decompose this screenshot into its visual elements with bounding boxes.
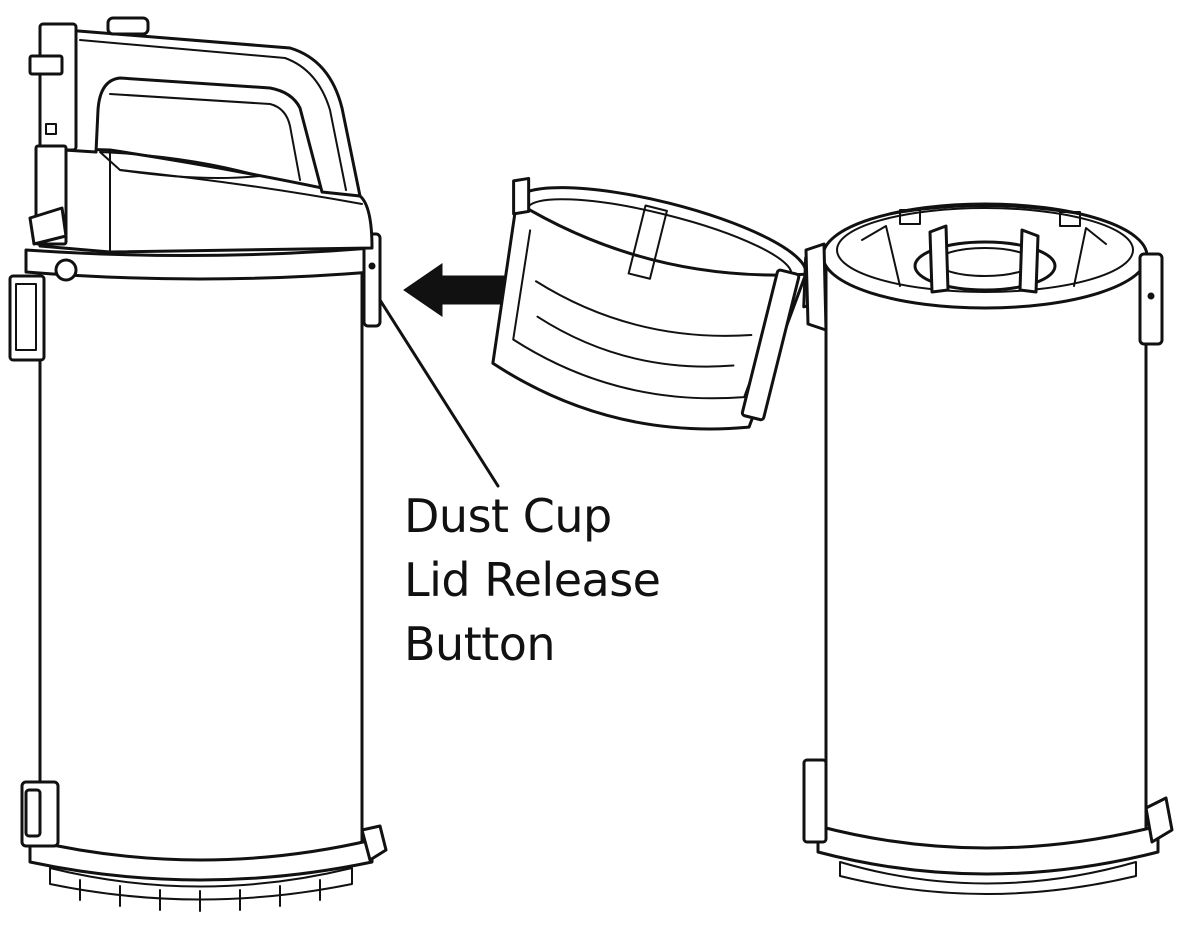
left-cup-base: [28, 838, 374, 882]
callout-line-3: Button: [404, 617, 556, 671]
detached-dust-cup-lid: [491, 176, 827, 431]
assembled-dust-cup: [8, 16, 388, 912]
left-lid-collar: [24, 246, 374, 281]
callout-leader-line: [378, 298, 500, 488]
right-cup-body: [824, 264, 1148, 858]
left-cup-body: [38, 270, 364, 869]
left-handle: [62, 28, 362, 198]
callout-line-1: Dust Cup: [404, 489, 612, 543]
callout-label: Dust Cup Lid Release Button: [404, 484, 661, 676]
open-dust-cup: [802, 202, 1174, 895]
callout-line-2: Lid Release: [404, 553, 661, 607]
